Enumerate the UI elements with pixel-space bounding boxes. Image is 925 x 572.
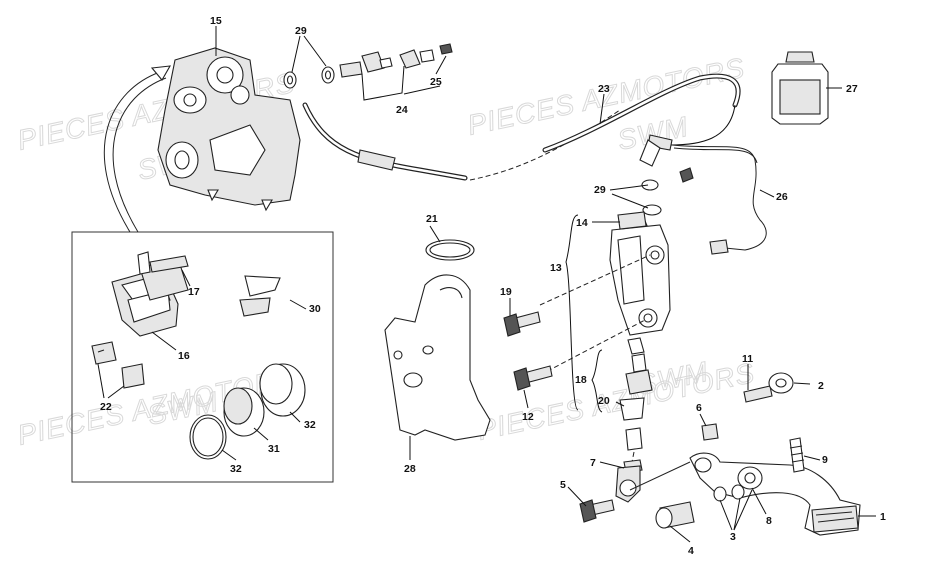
callout-9: 9	[822, 454, 828, 466]
detail-arrow	[103, 71, 161, 233]
pistons-seals	[189, 363, 306, 460]
callout-16: 16	[178, 350, 190, 362]
callout-1: 1	[880, 511, 886, 523]
callout-19: 19	[500, 286, 512, 298]
detail-arrow-inner	[112, 77, 167, 233]
callout-28: 28	[404, 463, 416, 475]
brake-pads	[91, 251, 281, 389]
spacer-bolt	[743, 372, 794, 403]
callout-24: 24	[396, 104, 408, 116]
callout-11: 11	[742, 353, 753, 365]
callout-4: 4	[688, 545, 694, 557]
leader-lines	[97, 26, 876, 543]
callout-21: 21	[426, 213, 438, 225]
callout-6: 6	[696, 402, 702, 414]
callout-32-oring: 32	[230, 463, 242, 475]
mounting-bolts	[503, 311, 553, 391]
callout-29: 29	[295, 25, 307, 37]
callout-23: 23	[598, 83, 610, 95]
reservoir-cap	[617, 211, 647, 230]
callout-29-switch: 29	[594, 184, 606, 196]
master-cylinder	[539, 179, 671, 411]
callout-27: 27	[846, 83, 858, 95]
callout-31: 31	[268, 443, 280, 455]
callout-13: 13	[550, 262, 562, 274]
circlip	[425, 239, 475, 261]
callout-15: 15	[210, 15, 222, 27]
banjo-fittings	[283, 43, 453, 101]
callout-20: 20	[598, 395, 610, 407]
brake-switch	[639, 134, 767, 255]
brake-hose	[302, 73, 741, 181]
callout-25: 25	[430, 76, 442, 88]
watermark-text: PIECES AZMOTORS	[465, 52, 748, 141]
callout-22: 22	[100, 401, 112, 413]
push-rod	[591, 349, 653, 473]
callout-labels: 15 29 25 24 23 27 26 29 14 13 21 19 17 3…	[100, 15, 886, 557]
callout-8: 8	[766, 515, 772, 527]
nut	[701, 423, 719, 441]
callout-17: 17	[188, 286, 200, 298]
callout-7: 7	[590, 457, 596, 469]
brake-pedal	[629, 437, 861, 536]
callout-32-seal: 32	[304, 419, 316, 431]
callout-2: 2	[818, 380, 824, 392]
clevis	[579, 465, 641, 523]
fluid-bottle	[771, 51, 829, 125]
callout-12: 12	[522, 411, 534, 423]
brake-caliper	[157, 47, 301, 212]
callout-3: 3	[730, 531, 736, 543]
arrow-head	[150, 65, 172, 81]
callout-30: 30	[309, 303, 321, 315]
detail-box	[71, 231, 334, 483]
callout-14: 14	[576, 217, 588, 229]
callout-5: 5	[560, 479, 566, 491]
callout-18: 18	[575, 374, 587, 386]
guard-bracket	[384, 274, 491, 441]
callout-26: 26	[776, 191, 788, 203]
